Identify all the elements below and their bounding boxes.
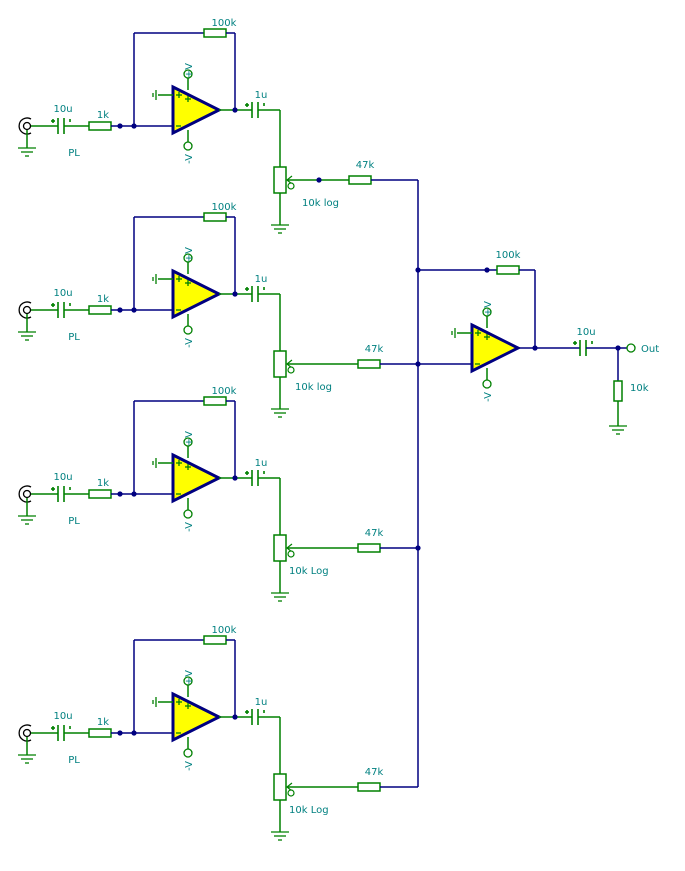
mixer-opamp	[470, 322, 522, 374]
input-resistor-label: 1k	[97, 717, 109, 728]
positive-supply-label: +V	[184, 431, 195, 446]
mixer-feedback-resistor-label: 100k	[496, 250, 521, 261]
junction-dot	[232, 475, 238, 481]
mix-resistor-label: 47k	[365, 767, 384, 778]
volume-potentiometer	[273, 166, 287, 194]
preamp-opamp	[171, 452, 223, 504]
positive-supply-terminal	[183, 253, 193, 263]
junction-dot	[532, 345, 538, 351]
input-jack-icon	[22, 489, 32, 499]
negative-supply-label: -V	[184, 522, 195, 532]
mix-resistor-label: 47k	[365, 528, 384, 539]
mix-resistor	[357, 543, 381, 553]
input-capacitor-label: 10u	[53, 104, 72, 115]
junction-dot	[117, 123, 123, 129]
positive-supply-label: +V	[483, 301, 494, 316]
feedback-resistor	[203, 28, 227, 38]
mix-resistor	[348, 175, 372, 185]
potentiometer-terminal	[287, 550, 295, 558]
input-label: PL	[68, 516, 80, 527]
input-resistor	[88, 305, 112, 315]
input-resistor	[88, 728, 112, 738]
negative-supply-label: -V	[483, 392, 494, 402]
feedback-resistor-label: 100k	[212, 625, 237, 636]
volume-potentiometer	[273, 773, 287, 801]
positive-supply-terminal	[183, 676, 193, 686]
preamp-opamp	[171, 268, 223, 320]
output-capacitor-label: 1u	[255, 697, 268, 708]
positive-supply-label: +V	[184, 247, 195, 262]
potentiometer-terminal	[287, 182, 295, 190]
preamp-opamp	[171, 84, 223, 136]
junction-dot	[316, 177, 322, 183]
positive-supply-terminal	[482, 307, 492, 317]
input-resistor	[88, 121, 112, 131]
mix-resistor	[357, 359, 381, 369]
feedback-resistor-label: 100k	[212, 386, 237, 397]
mix-resistor-label: 47k	[365, 344, 384, 355]
volume-potentiometer	[273, 350, 287, 378]
input-jack-icon	[22, 728, 32, 738]
junction-dot	[232, 714, 238, 720]
output-capacitor-label: 1u	[255, 458, 268, 469]
junction-dot	[232, 291, 238, 297]
load-resistor-label: 10k	[630, 383, 649, 394]
potentiometer-terminal	[287, 789, 295, 797]
output-label: Out	[641, 344, 659, 355]
junction-dot	[117, 491, 123, 497]
junction-dot	[484, 267, 490, 273]
negative-supply-terminal	[183, 325, 193, 335]
potentiometer-label: 10k log	[295, 382, 332, 393]
mixer-output-capacitor-label: 10u	[576, 327, 595, 338]
input-resistor-label: 1k	[97, 294, 109, 305]
positive-supply-label: +V	[184, 670, 195, 685]
negative-supply-terminal	[183, 748, 193, 758]
negative-supply-terminal	[183, 141, 193, 151]
input-capacitor-label: 10u	[53, 472, 72, 483]
junction-dot	[232, 107, 238, 113]
input-capacitor-label: 10u	[53, 288, 72, 299]
output-terminal	[626, 343, 636, 353]
negative-supply-label: -V	[184, 761, 195, 771]
feedback-resistor	[203, 396, 227, 406]
feedback-resistor	[203, 212, 227, 222]
input-resistor-label: 1k	[97, 478, 109, 489]
potentiometer-label: 10k Log	[289, 805, 329, 816]
junction-dot	[415, 545, 421, 551]
positive-supply-terminal	[183, 437, 193, 447]
output-capacitor-label: 1u	[255, 274, 268, 285]
input-label: PL	[68, 148, 80, 159]
input-resistor	[88, 489, 112, 499]
input-capacitor-label: 10u	[53, 711, 72, 722]
negative-supply-terminal	[183, 509, 193, 519]
volume-potentiometer	[273, 534, 287, 562]
feedback-resistor-label: 100k	[212, 18, 237, 29]
junction-dot	[117, 730, 123, 736]
input-jack-icon	[22, 121, 32, 131]
potentiometer-terminal	[287, 366, 295, 374]
positive-supply-terminal	[183, 69, 193, 79]
mix-resistor-label: 47k	[356, 160, 375, 171]
input-jack-icon	[22, 305, 32, 315]
input-label: PL	[68, 332, 80, 343]
input-resistor-label: 1k	[97, 110, 109, 121]
junction-dot	[117, 307, 123, 313]
mixer-feedback-resistor	[496, 265, 520, 275]
negative-supply-label: -V	[184, 154, 195, 164]
potentiometer-label: 10k Log	[289, 566, 329, 577]
input-label: PL	[68, 755, 80, 766]
load-resistor	[613, 380, 623, 402]
negative-supply-label: -V	[184, 338, 195, 348]
mix-resistor	[357, 782, 381, 792]
output-capacitor-label: 1u	[255, 90, 268, 101]
potentiometer-label: 10k log	[302, 198, 339, 209]
feedback-resistor-label: 100k	[212, 202, 237, 213]
feedback-resistor	[203, 635, 227, 645]
negative-supply-terminal	[482, 379, 492, 389]
positive-supply-label: +V	[184, 63, 195, 78]
preamp-opamp	[171, 691, 223, 743]
